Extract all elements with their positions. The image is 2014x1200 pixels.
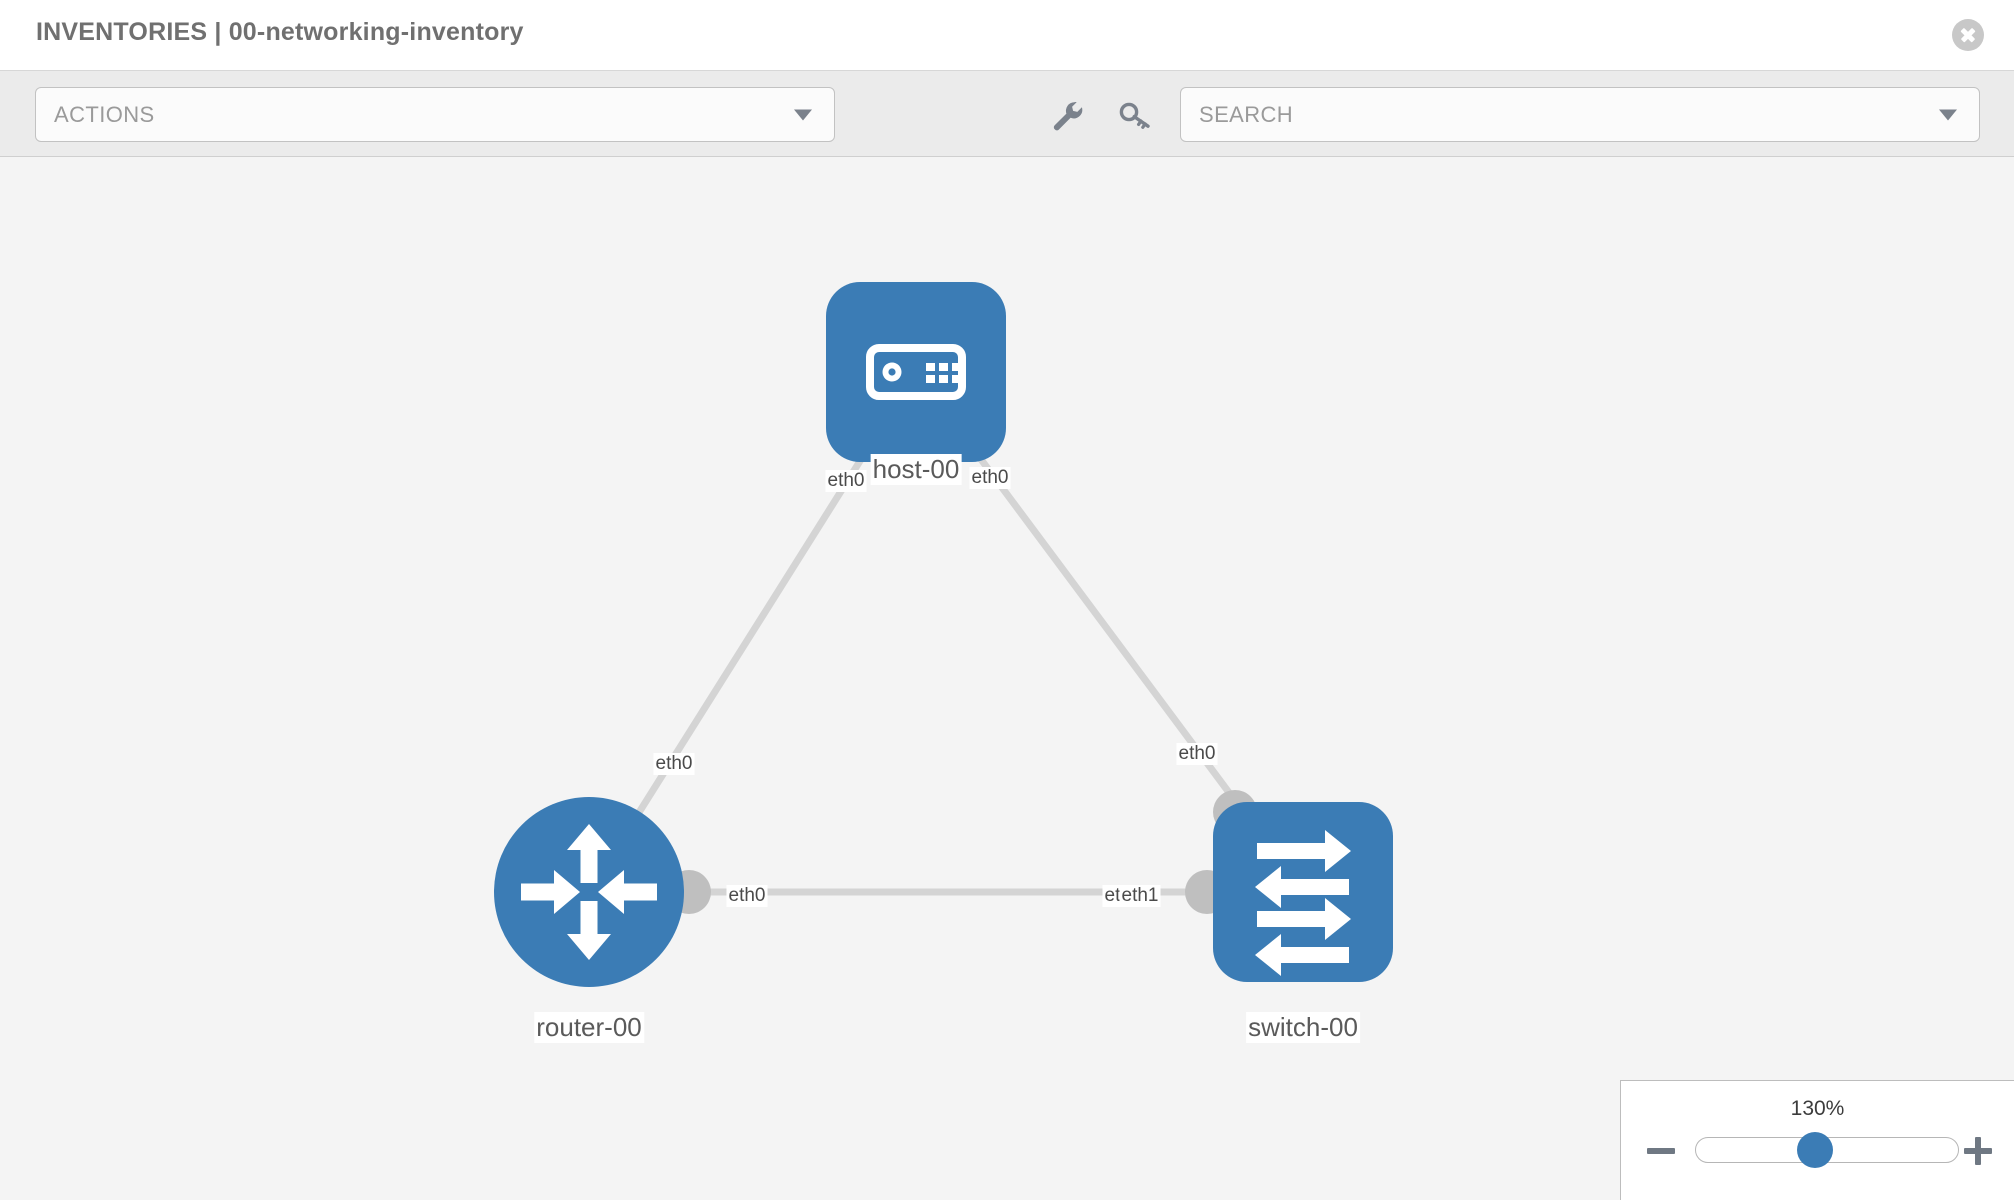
node-label-switch-00: switch-00	[1246, 1012, 1360, 1043]
search-input[interactable]: SEARCH	[1180, 87, 1980, 142]
chevron-down-icon[interactable]	[1939, 109, 1957, 120]
node-switch-00[interactable]	[1213, 802, 1393, 982]
node-host-00[interactable]	[826, 282, 1006, 462]
close-icon[interactable]	[1952, 19, 1984, 51]
zoom-slider-thumb[interactable]	[1797, 1132, 1833, 1168]
node-label-router-00: router-00	[534, 1012, 644, 1043]
toolbar: ACTIONS SEARCH	[0, 71, 2014, 157]
iface-label-router00-uplink: eth0	[653, 753, 695, 775]
minus-icon[interactable]	[1647, 1137, 1675, 1165]
key-icon[interactable]	[1118, 99, 1152, 133]
page-header: INVENTORIES | 00-networking-inventory	[0, 0, 2014, 71]
plus-icon[interactable]	[1964, 1137, 1992, 1165]
page-title: INVENTORIES | 00-networking-inventory	[36, 18, 524, 46]
actions-dropdown[interactable]: ACTIONS	[35, 87, 835, 142]
topology-canvas[interactable]: host-00 router-00 switch-00 eth0 eth0 et…	[0, 157, 2014, 1200]
chevron-down-icon	[794, 109, 812, 120]
iface-label-host00-left: eth0	[825, 470, 867, 492]
iface-label-host00-right: eth0	[969, 467, 1011, 489]
iface-label-router00-eth0: eth0	[726, 885, 768, 907]
search-placeholder: SEARCH	[1199, 101, 1294, 127]
topology-graph[interactable]	[0, 157, 2014, 1200]
iface-label-switch00-uplink: eth0	[1176, 743, 1218, 765]
iface-label-switch00-eth1: eth1	[1119, 885, 1161, 907]
zoom-level-value: 130%	[1790, 1097, 1845, 1120]
node-label-host-00: host-00	[870, 454, 962, 485]
node-router-00[interactable]	[494, 797, 684, 987]
actions-dropdown-label: ACTIONS	[54, 101, 155, 127]
zoom-control-panel: 130%	[1620, 1080, 2014, 1200]
wrench-icon[interactable]	[1050, 99, 1084, 133]
